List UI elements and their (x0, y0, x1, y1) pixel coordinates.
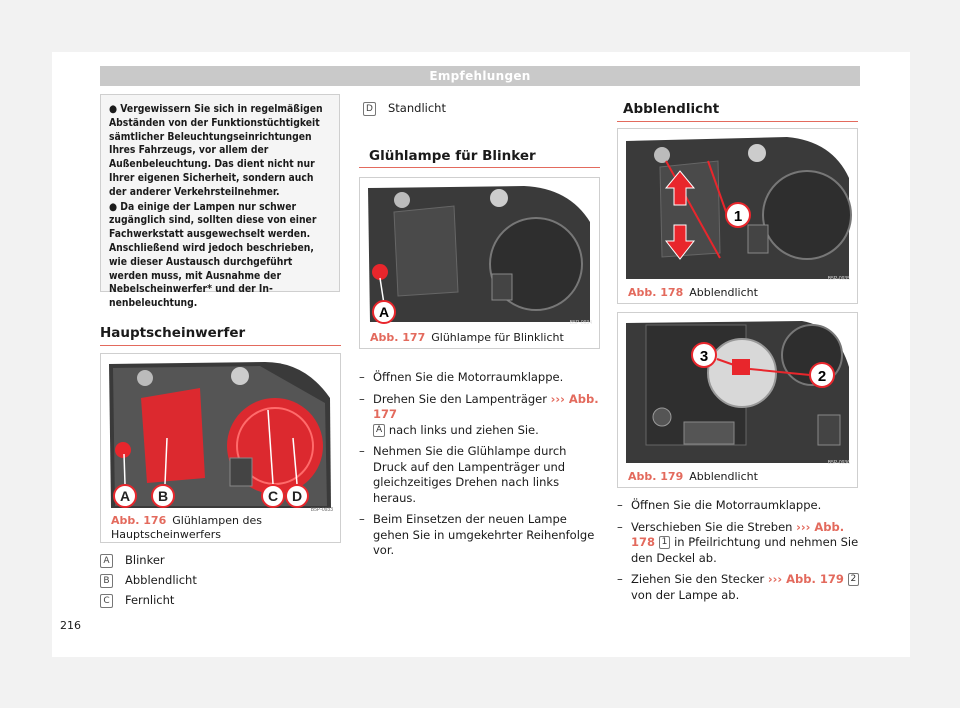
figure-code: B5P-0935 (828, 276, 850, 282)
note-box: ● Vergewissern Sie sich in regelmäßigen … (100, 94, 340, 309)
hauptscheinwerfer-title: Hauptscheinwerfer (100, 325, 246, 341)
legend-label: Abblendlicht (125, 573, 197, 587)
figure-number: Abb. 179 (628, 470, 684, 483)
legend-label: Blinker (125, 553, 165, 567)
svg-text:C: C (268, 488, 278, 504)
list-item: Drehen Sie den Lampenträger ››› Abb. 177… (359, 392, 599, 439)
legend-item: A Blinker (100, 553, 165, 568)
title-rule (100, 345, 341, 346)
svg-text:A: A (120, 488, 130, 504)
list-item: Nehmen Sie die Glühlampe durch Druck auf… (359, 444, 599, 506)
headlight-image: A B C D B5P-0933 (105, 358, 336, 514)
figure-link[interactable]: ››› Abb. 178 (631, 519, 845, 550)
figure-number: Abb. 177 (370, 331, 426, 344)
key-badge: A (373, 423, 386, 437)
figure-caption-text: Abblendlicht (689, 470, 758, 483)
list-item: Öffnen Sie die Motorraumklappe. (359, 370, 599, 386)
list-item: Verschieben Sie die Streben ››› Abb. 178… (617, 520, 861, 567)
legend-label: Standlicht (388, 101, 446, 115)
abblendlicht-steps: Öffnen Sie die Motorraumklappe. Verschie… (617, 498, 861, 609)
figure-code: B5P-0934 (570, 320, 592, 326)
legend-key: B (100, 573, 113, 588)
legend-item: C Fernlicht (100, 593, 174, 608)
legend-key: A (100, 553, 113, 568)
figure-caption-text: Glühlampe für Blinklicht (431, 331, 564, 344)
figure-number: Abb. 178 (628, 286, 684, 299)
callout: 3 (700, 348, 708, 365)
legend-key: C (100, 593, 113, 608)
callout: A (379, 304, 389, 320)
key-badge: 1 (658, 536, 671, 549)
figure-link[interactable]: ››› Abb. 179 (767, 572, 844, 586)
callout: 2 (818, 368, 826, 385)
list-item: Öffnen Sie die Motorraumklappe. (617, 498, 861, 514)
callout: 1 (734, 208, 742, 225)
key-badge: 2 (847, 573, 860, 586)
svg-text:D: D (292, 488, 302, 504)
legend-item-standlicht: D Standlicht (363, 101, 446, 116)
figure-number: Abb. 176 (111, 514, 167, 527)
figure-caption-text: Glühlampen des Hauptscheinwer­fers (111, 514, 262, 541)
abblendlicht-image-2: 3 2 B5P-0936 (622, 317, 853, 467)
list-item: Ziehen Sie den Stecker ››› Abb. 179 2 vo… (617, 572, 861, 603)
figure-caption: Abb. 177 Glühlampe für Blinklicht (370, 331, 564, 345)
page-number: 216 (60, 619, 81, 632)
figure-caption: Abb. 179 Abblendlicht (628, 470, 758, 484)
blinker-steps: Öffnen Sie die Motorraumklappe. Drehen S… (359, 370, 599, 565)
abblendlicht-title: Abblendlicht (623, 101, 720, 117)
figure-caption: Abb. 178 Abblendlicht (628, 286, 758, 300)
figure-177: A B5P-0934 Abb. 177 Glühlampe für Blinkli… (359, 177, 600, 349)
figure-code: B5P-0933 (311, 507, 333, 513)
list-item: Beim Einsetzen der neuen Lampe gehen Sie… (359, 512, 599, 559)
legend-key: D (363, 101, 376, 116)
legend-label: Fernlicht (125, 593, 175, 607)
figure-178: 1 B5P-0935 Abb. 178 Abblendlicht (617, 128, 858, 304)
figure-caption-text: Abblendlicht (689, 286, 758, 299)
figure-code: B5P-0936 (828, 460, 850, 466)
blinker-image: A B5P-0934 (364, 182, 595, 327)
section-header: Empfehlungen (100, 66, 860, 86)
note-item: ● Vergewissern Sie sich in regelmäßigen … (109, 103, 323, 198)
figure-link[interactable]: ››› Abb. 177 (373, 391, 599, 422)
note-item: ● Da einige der Lampen nur schwer zugäng… (109, 200, 317, 310)
abblendlicht-image-1: 1 B5P-0935 (622, 133, 853, 283)
title-rule (617, 121, 858, 122)
title-rule (359, 167, 600, 168)
figure-179: 3 2 B5P-0936 Abb. 179 Abblendlicht (617, 312, 858, 488)
blinker-title: Glühlampe für Blinker (369, 148, 536, 164)
legend-item: B Abblendlicht (100, 573, 197, 588)
svg-text:B: B (158, 488, 168, 504)
